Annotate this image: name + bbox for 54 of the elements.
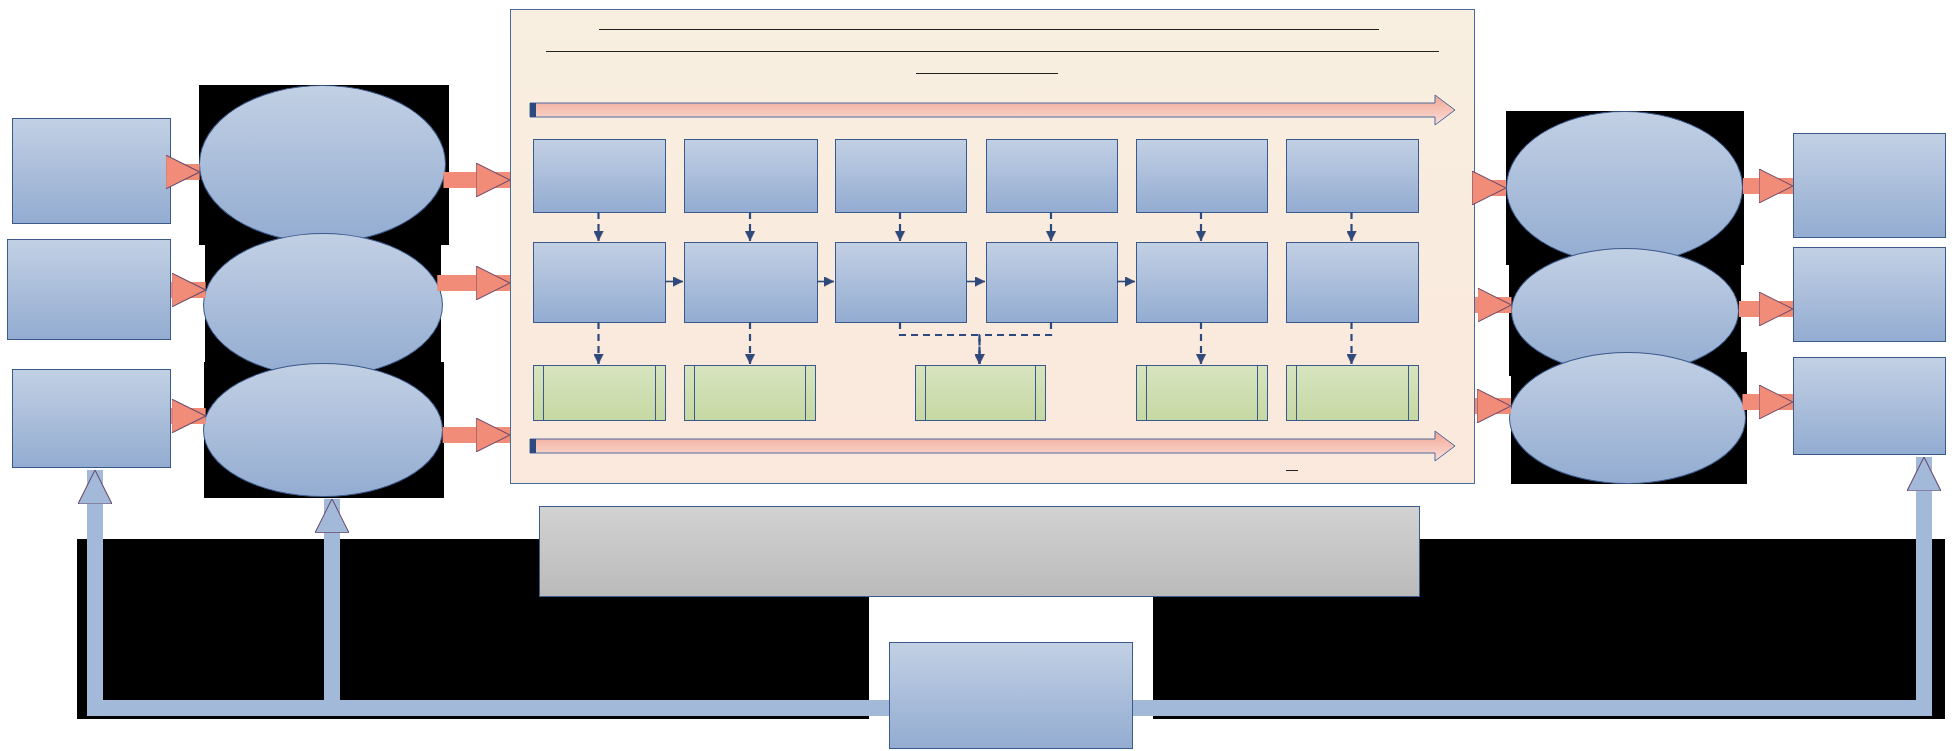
banner-band — [539, 506, 1420, 597]
arrow — [965, 276, 986, 287]
arrow — [593, 212, 604, 242]
arrow — [894, 212, 906, 242]
block-arrow — [442, 417, 511, 453]
arrow — [1346, 212, 1357, 242]
process-box — [1136, 242, 1268, 323]
process-box — [1793, 247, 1946, 342]
process-box — [684, 139, 818, 213]
block-arrow — [171, 272, 207, 308]
arrow — [1116, 276, 1136, 287]
block-arrow — [1475, 388, 1512, 424]
block-arrow — [1133, 456, 1942, 716]
process-box — [986, 242, 1118, 323]
block-arrow — [1471, 170, 1507, 206]
process-box — [1286, 242, 1419, 323]
arrow — [1195, 212, 1207, 242]
process-box — [533, 139, 666, 213]
process-box — [986, 139, 1118, 213]
process-box — [12, 118, 171, 224]
process-box — [1136, 139, 1268, 213]
process-box — [684, 242, 818, 323]
arrow — [974, 322, 1053, 365]
process-box — [1793, 133, 1946, 238]
block-arrow — [165, 154, 201, 190]
block-arrow — [1475, 287, 1513, 323]
block-arrow — [443, 162, 511, 198]
storage-bar — [684, 365, 816, 421]
block-arrow — [437, 265, 511, 301]
storage-bar — [1286, 365, 1419, 421]
process-box — [12, 369, 171, 468]
storage-bar — [1136, 365, 1268, 421]
block-arrow — [1738, 291, 1794, 327]
block-arrow — [1743, 168, 1794, 204]
process-box — [835, 242, 967, 323]
storage-bar — [533, 365, 666, 421]
arrow — [664, 276, 684, 287]
arrow — [593, 322, 604, 365]
arrow — [744, 322, 756, 365]
process-panel — [510, 9, 1475, 484]
storage-bar — [915, 365, 1046, 421]
process-box — [889, 642, 1133, 749]
arrow — [1346, 322, 1357, 365]
arrow — [744, 212, 756, 242]
process-box — [7, 239, 171, 340]
process-box — [1286, 139, 1419, 213]
block-arrow — [171, 398, 207, 434]
arrow — [816, 276, 835, 287]
process-box — [835, 139, 967, 213]
arrow — [1045, 212, 1057, 242]
process-box — [1793, 357, 1946, 455]
block-arrow — [1742, 384, 1794, 420]
arrow — [1195, 322, 1207, 365]
process-box — [533, 242, 666, 323]
